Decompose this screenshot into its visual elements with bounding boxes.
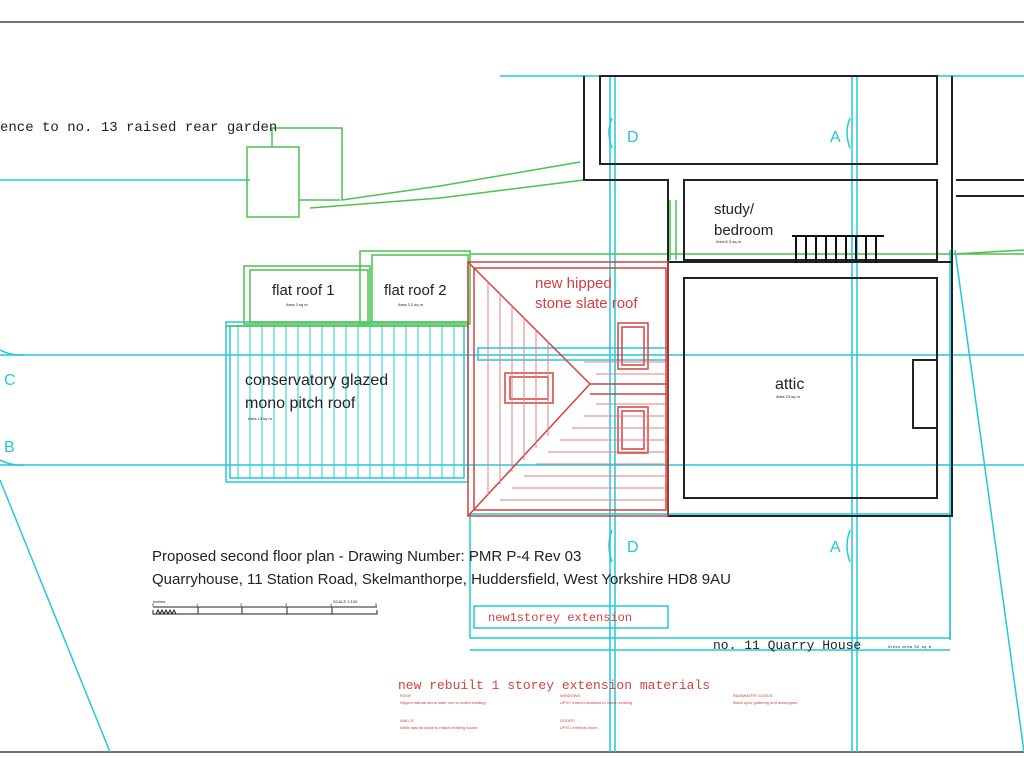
section-marker-b: B	[4, 439, 15, 456]
attic-area: Area 23 sq m	[776, 394, 800, 399]
quarry-house-label: no. 11 Quarry House	[713, 638, 861, 653]
study-area: Area 6.3 sq m	[716, 239, 742, 244]
conservatory-glazing	[237, 326, 455, 478]
materials-roof-text: Hipped natural stone slate roof to match…	[400, 700, 486, 705]
drawing-title-line1: Proposed second floor plan - Drawing Num…	[152, 548, 581, 565]
conservatory-label-line2: mono pitch roof	[245, 395, 356, 412]
scale-tick-0: 0	[152, 602, 155, 607]
section-marker-c: C	[4, 372, 16, 389]
section-arcs	[0, 117, 851, 563]
extension-label: new1storey extension	[488, 611, 632, 625]
materials-doors-title: DOORS	[560, 718, 575, 723]
study-label-line1: study/	[714, 201, 755, 218]
materials-doors-text: UPVC external doors	[560, 725, 598, 730]
materials-walls-title: WALLS	[400, 718, 414, 723]
attic-label: attic	[775, 376, 804, 393]
scale-label: SCALE 1:100	[333, 599, 358, 604]
scale-bar	[152, 606, 378, 616]
section-marker-a-bottom: A	[830, 539, 841, 556]
materials-roof-title: ROOF	[400, 693, 412, 698]
flat-roof-2-area: Area 3.2 sq m	[398, 302, 424, 307]
drawing-title-line2: Quarryhouse, 11 Station Road, Skelmantho…	[152, 571, 731, 588]
scale-tick-2: 2	[240, 602, 243, 607]
scale-unit: metres	[153, 599, 165, 604]
flat-roof-1-area: Area 3 sq m	[286, 302, 308, 307]
conservatory-area: Area 13 sq m	[248, 416, 272, 421]
section-marker-d-bottom: D	[627, 539, 639, 556]
materials-rainwater-text: Black upvc guttering and downpipes	[733, 700, 797, 705]
scale-tick-4: 4	[330, 602, 333, 607]
scale-tick-3: 3	[285, 602, 288, 607]
house-walls	[583, 75, 1024, 517]
new-roof-label-line1: new hipped	[535, 275, 612, 292]
flat-roof-2-label: flat roof 2	[384, 282, 447, 299]
scale-tick-1: 1	[196, 602, 199, 607]
materials-walls-text: Walls natural stone to match existing ho…	[400, 725, 478, 730]
section-marker-a-top: A	[830, 129, 841, 146]
materials-rainwater-title: RAINWATER GOODS	[733, 693, 773, 698]
scale-tick-5: 5	[375, 602, 378, 607]
study-label-line2: bedroom	[714, 222, 773, 239]
materials-windows-title: WINDOWS	[560, 693, 581, 698]
materials-windows-text: UPVC framed windows to match existing	[560, 700, 632, 705]
section-marker-d-top: D	[627, 129, 639, 146]
roof-slate-courses	[487, 282, 666, 501]
materials-heading: new rebuilt 1 storey extension materials	[398, 678, 710, 693]
flat-roof-1-label: flat roof 1	[272, 282, 335, 299]
fence-note: ence to no. 13 raised rear garden	[0, 120, 277, 136]
new-roof-label-line2: stone slate roof	[535, 295, 638, 312]
quarry-house-area: Gross area 52 sq m	[888, 645, 932, 650]
stair-icon	[792, 235, 884, 262]
conservatory-label-line1: conservatory glazed	[245, 372, 388, 389]
